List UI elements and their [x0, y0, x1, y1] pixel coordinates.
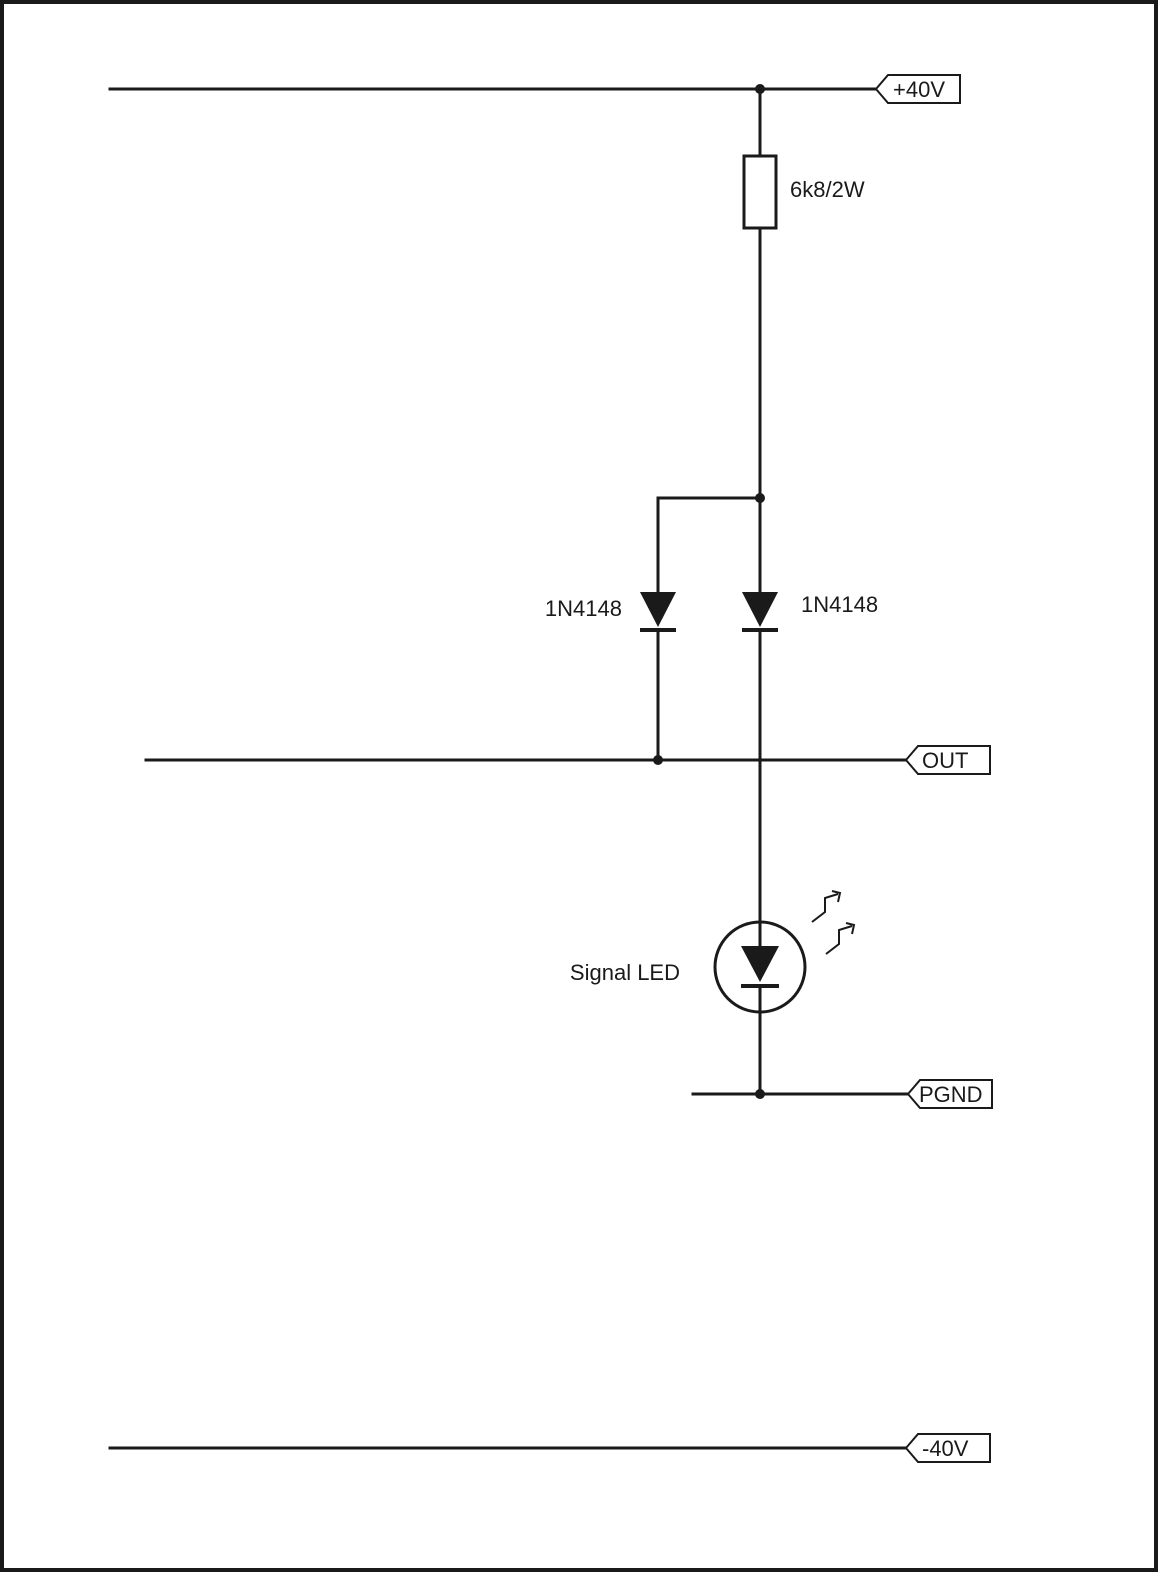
- diode-right-label: 1N4148: [801, 592, 878, 617]
- wire-junction-to-left-diode: [656, 496, 762, 594]
- resistor-value-label: 6k8/2W: [790, 177, 865, 202]
- resistor: 6k8/2W: [742, 154, 865, 230]
- net-label-pgnd: PGND: [919, 1082, 983, 1107]
- diode-left: 1N4148: [545, 592, 676, 632]
- net-label-minus40v: -40V: [922, 1436, 969, 1461]
- net-port-plus40v: +40V: [874, 74, 961, 104]
- led: Signal LED: [570, 920, 807, 1014]
- net-label-out: OUT: [922, 748, 968, 773]
- net-port-out: OUT: [904, 745, 991, 775]
- net-label-plus40v: +40V: [893, 77, 945, 102]
- net-port-pgnd: PGND: [906, 1079, 993, 1109]
- diode-right: 1N4148: [742, 592, 878, 632]
- light-emission-arrows-icon: [811, 890, 856, 955]
- diode-left-label: 1N4148: [545, 596, 622, 621]
- led-label: Signal LED: [570, 960, 680, 985]
- net-port-minus40v: -40V: [904, 1433, 991, 1463]
